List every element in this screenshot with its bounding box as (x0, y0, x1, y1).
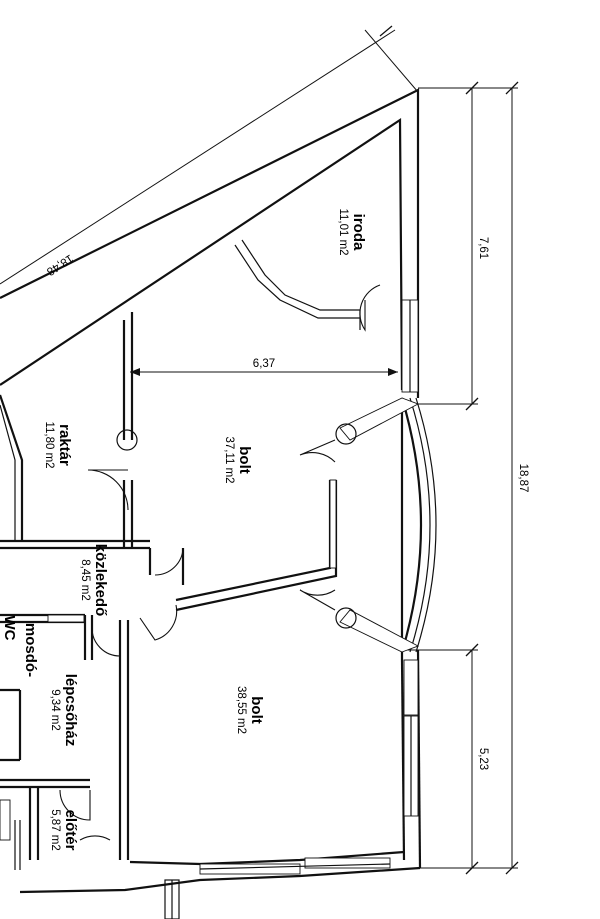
dim-diagonal: 18,48 (44, 252, 75, 278)
room-eloter: előtér 5,87 m2 (49, 809, 79, 851)
room-raktar: raktár 11,80 m2 (43, 421, 73, 468)
room-bolt-upper-area: 37,11 m2 (223, 436, 235, 483)
room-bolt-upper-name: bolt (236, 446, 253, 474)
door-swings (59, 284, 381, 841)
room-bolt-lower-name: bolt (248, 696, 265, 724)
dim-right-upper: 7,61 (477, 237, 489, 259)
room-mosdo: mosdó- (22, 623, 39, 677)
dim-right-total: 18,87 (517, 464, 529, 493)
room-lepcsohaz-name: lépcsőház (62, 674, 79, 747)
dim-right-lower: 5,23 (477, 748, 489, 770)
room-bolt-upper: bolt 37,11 m2 (223, 436, 253, 483)
dimension-lines (0, 25, 519, 875)
room-iroda-area: 11,01 m2 (337, 208, 349, 255)
room-labels: iroda 11,01 m2 bolt 37,11 m2 raktár 11,8… (1, 208, 367, 850)
room-raktar-area: 11,80 m2 (43, 421, 55, 468)
room-bolt-lower: bolt 38,55 m2 (235, 686, 265, 734)
facade-windows (199, 299, 419, 875)
room-iroda: iroda 11,01 m2 (337, 208, 367, 255)
dimension-labels: 18,48 6,37 7,61 18,87 5,23 (44, 237, 529, 770)
room-kozlekedo-name: közlekedő (92, 544, 109, 617)
shop-front-curve (335, 397, 437, 653)
room-lepcsohaz-area: 9,34 m2 (49, 689, 61, 731)
outer-walls (0, 88, 422, 894)
room-eloter-name: előtér (62, 810, 79, 851)
room-bolt-lower-area: 38,55 m2 (235, 686, 247, 734)
room-wc: WC (1, 616, 18, 641)
room-wc-name: WC (1, 616, 18, 641)
room-iroda-name: iroda (350, 214, 367, 251)
dim-width-bolt: 6,37 (253, 358, 275, 370)
room-raktar-name: raktár (56, 424, 73, 466)
room-kozlekedo-area: 8,45 m2 (79, 559, 91, 601)
room-mosdo-name: mosdó- (22, 623, 39, 677)
room-kozlekedo: közlekedő 8,45 m2 (79, 544, 109, 617)
room-lepcsohaz: lépcsőház 9,34 m2 (49, 674, 79, 747)
interior-walls (0, 239, 361, 919)
room-eloter-area: 5,87 m2 (49, 809, 61, 851)
